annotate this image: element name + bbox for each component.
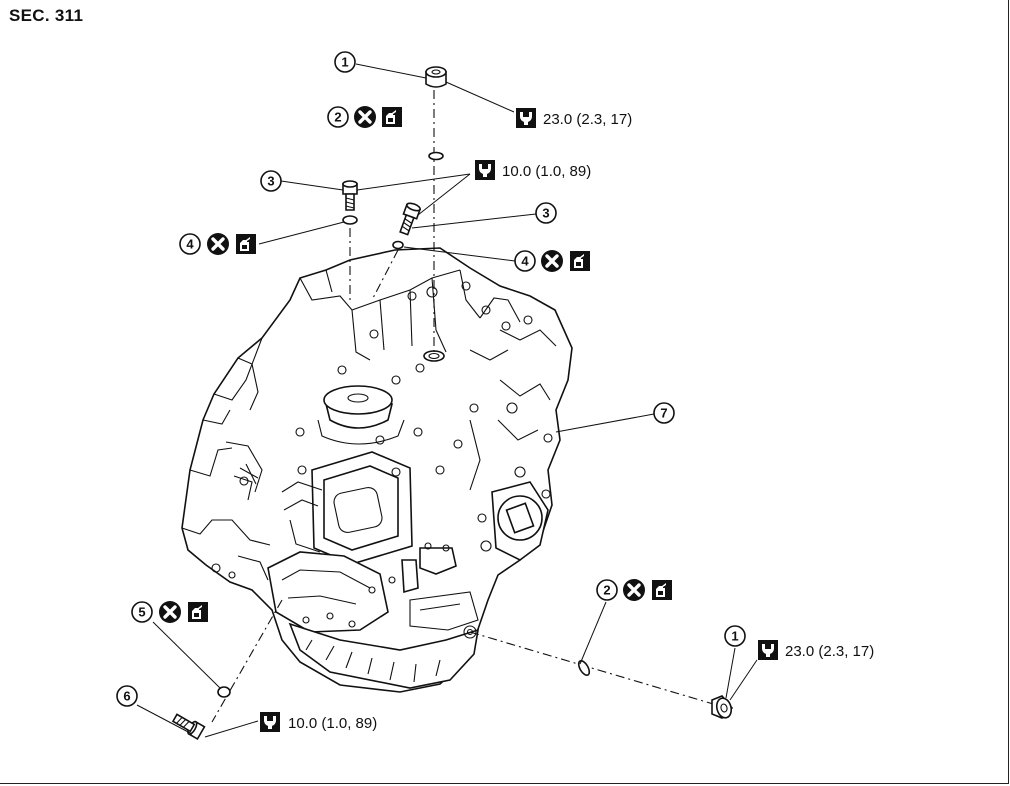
torque-wrench-icon (758, 640, 778, 660)
callout-1-top: 1 (334, 51, 356, 73)
svg-text:3: 3 (542, 206, 549, 221)
assembly-axes (211, 90, 721, 723)
do-not-reuse-icon (205, 231, 231, 257)
callout-5: 5 (131, 599, 208, 625)
svg-text:4: 4 (186, 237, 194, 252)
svg-text:2: 2 (334, 110, 341, 125)
svg-text:3: 3 (267, 174, 274, 189)
o-ring-top (428, 151, 444, 161)
transaxle-housing (181, 247, 573, 693)
do-not-reuse-icon (157, 599, 183, 625)
bolt-lower (171, 713, 206, 741)
callout-1-right: 1 (724, 625, 746, 647)
callout-4-left: 4 (179, 231, 256, 257)
o-ring-lower (217, 686, 231, 698)
svg-text:23.0 (2.3, 17): 23.0 (2.3, 17) (543, 111, 632, 128)
torque-wrench-icon (516, 108, 536, 128)
section-title: SEC. 311 (9, 6, 84, 25)
torque-spec-top: 23.0 (2.3, 17) (516, 108, 632, 128)
apply-atf-icon (652, 580, 672, 600)
apply-atf-icon (570, 251, 590, 271)
svg-text:1: 1 (731, 629, 738, 644)
do-not-reuse-icon (621, 577, 647, 603)
leader-lines (136, 63, 758, 738)
plug-top (425, 66, 447, 88)
svg-text:4: 4 (521, 254, 529, 269)
svg-text:7: 7 (660, 406, 667, 421)
torque-spec-right: 23.0 (2.3, 17) (758, 640, 874, 660)
callout-7: 7 (653, 402, 675, 424)
torque-spec-lower: 10.0 (1.0, 89) (260, 712, 377, 732)
torque-wrench-icon (475, 160, 495, 180)
o-ring-right (577, 659, 591, 677)
bolt-left (342, 180, 358, 211)
svg-text:2: 2 (603, 583, 610, 598)
callout-4-right: 4 (514, 248, 590, 274)
callout-2-right: 2 (596, 577, 672, 603)
apply-atf-icon (188, 602, 208, 622)
bolt-tilted (399, 202, 422, 236)
plug-right (711, 695, 734, 719)
callout-2-top: 2 (327, 104, 402, 130)
o-ring-tilted (392, 240, 404, 250)
callout-3-right: 3 (535, 202, 557, 224)
torque-spec-bolt-upper: 10.0 (1.0, 89) (475, 160, 591, 180)
apply-atf-icon (236, 234, 256, 254)
svg-text:10.0 (1.0, 89): 10.0 (1.0, 89) (288, 715, 377, 732)
svg-text:10.0 (1.0, 89): 10.0 (1.0, 89) (502, 163, 591, 180)
o-ring-left (342, 215, 358, 225)
svg-text:1: 1 (341, 55, 348, 70)
apply-atf-icon (382, 107, 402, 127)
do-not-reuse-icon (352, 104, 378, 130)
do-not-reuse-icon (539, 248, 565, 274)
callout-6: 6 (116, 685, 138, 707)
svg-text:5: 5 (138, 605, 145, 620)
callout-3-left: 3 (260, 170, 282, 192)
svg-text:23.0 (2.3, 17): 23.0 (2.3, 17) (785, 643, 874, 660)
svg-text:6: 6 (123, 689, 130, 704)
torque-wrench-icon (260, 712, 280, 732)
